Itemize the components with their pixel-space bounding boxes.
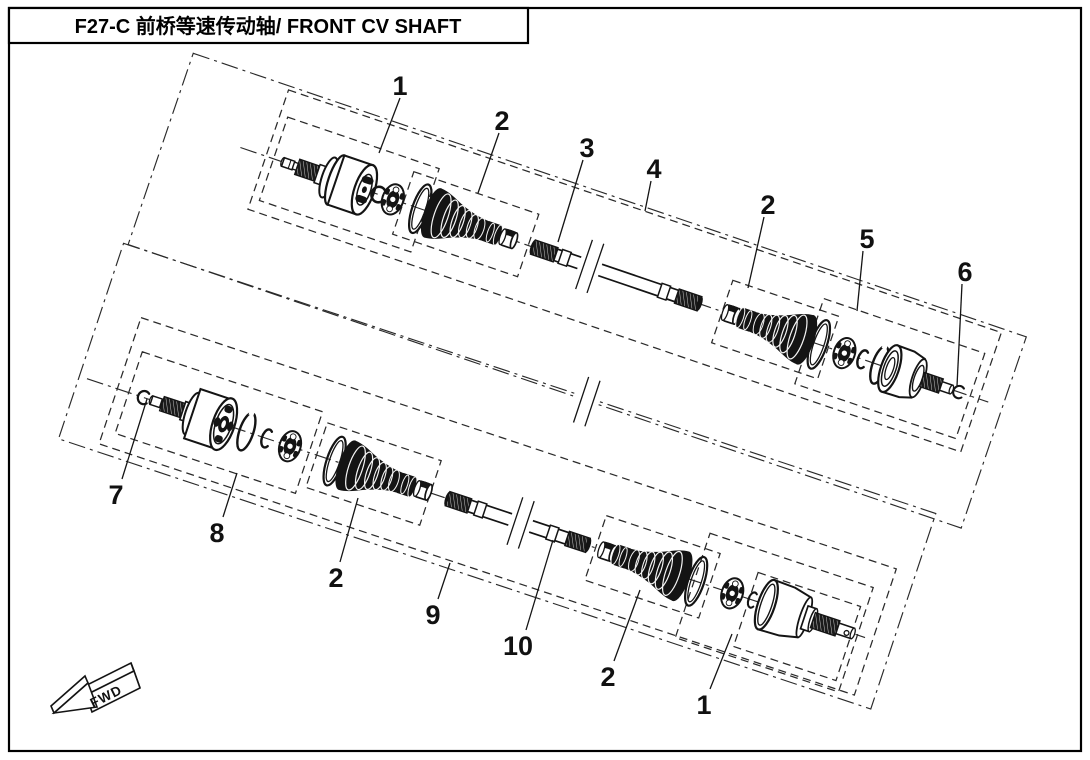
- callout-leader: [378, 97, 401, 154]
- callout-4: 4: [644, 154, 662, 212]
- boot-kit-box: [710, 279, 840, 380]
- callout-leader: [747, 216, 765, 289]
- callout-leader: [709, 633, 733, 690]
- callout-label: 6: [957, 257, 972, 287]
- callout-leader: [557, 159, 584, 243]
- callout-leader: [525, 539, 554, 631]
- callout-leader: [339, 497, 359, 563]
- callout-label: 1: [696, 690, 711, 720]
- boot-kit-box: [305, 422, 442, 527]
- outer-cv-joint: [280, 154, 379, 216]
- callout-2-lower-left: 2: [328, 497, 359, 593]
- callout-label: 2: [328, 563, 343, 593]
- shaft-break-gap: [507, 510, 535, 536]
- callout-label: 3: [579, 133, 594, 163]
- shaft-break-gap: [576, 253, 604, 279]
- callout-label: 2: [494, 106, 509, 136]
- callout-5: 5: [856, 224, 875, 312]
- callout-leader: [956, 283, 963, 387]
- page-border: [7, 6, 1083, 753]
- callout-1: 1: [378, 71, 408, 154]
- page-title: F27-C 前桥等速传动轴/ FRONT CV SHAFT: [75, 14, 462, 38]
- callout-2-upper-left: 2: [477, 106, 510, 194]
- callout-leader: [644, 180, 652, 212]
- callouts: 1 2 3 4 2 5 6 7: [108, 71, 972, 720]
- callout-6: 6: [956, 257, 973, 387]
- callout-label: 8: [209, 518, 224, 548]
- title-box: [7, 6, 530, 45]
- zone-break-gap: [573, 387, 602, 409]
- fwd-arrowhead: [51, 681, 99, 715]
- fwd-direction-marker: FWD: [50, 661, 141, 715]
- callout-label: 1: [392, 71, 407, 101]
- callout-label: 7: [108, 480, 123, 510]
- callout-label: 10: [503, 631, 533, 661]
- callout-leader: [613, 589, 641, 662]
- break-mark: [517, 500, 535, 549]
- callout-label: 9: [425, 600, 440, 630]
- callout-7: 7: [108, 398, 148, 510]
- callout-leader: [477, 132, 500, 194]
- callout-10: 10: [503, 539, 554, 661]
- callout-leader: [222, 472, 238, 518]
- assembly-zone-box: [57, 242, 937, 710]
- inner-cv-joint: [148, 387, 239, 452]
- callout-label: 4: [646, 154, 661, 184]
- callout-8: 8: [209, 472, 238, 548]
- callout-label: 2: [760, 190, 775, 220]
- callout-3: 3: [557, 133, 595, 243]
- assembly-group-box: [247, 89, 1003, 453]
- title-block: F27-C 前桥等速传动轴/ FRONT CV SHAFT: [7, 6, 530, 45]
- upper-cv-shaft-assembly: [127, 52, 1028, 529]
- break-mark: [586, 243, 605, 294]
- callout-label: 2: [600, 662, 615, 692]
- pin-hole: [843, 629, 850, 637]
- boot-kit-box: [584, 514, 721, 619]
- inner-cv-joint: [877, 344, 955, 399]
- cv-shaft: [444, 490, 592, 554]
- callout-leader: [856, 250, 864, 312]
- callout-leader: [437, 562, 451, 600]
- assembly-zone-box: [127, 52, 1028, 529]
- outer-joint-kit-box: [258, 116, 440, 253]
- break-mark: [506, 497, 524, 545]
- lower-cv-shaft-assembly: [57, 242, 937, 710]
- break-mark: [584, 380, 601, 427]
- callout-leader: [121, 398, 148, 480]
- callout-9: 9: [425, 562, 451, 630]
- break-mark: [575, 239, 594, 290]
- callout-label: 5: [859, 224, 874, 254]
- break-mark: [572, 376, 590, 423]
- inner-joint-kit-box: [114, 350, 324, 495]
- boot-kit-box: [391, 170, 540, 278]
- outer-joint-kit-box: [674, 532, 875, 693]
- callout-2-lower-right: 2: [600, 589, 641, 692]
- callout-1-lower: 1: [696, 633, 733, 720]
- callout-2-upper-right: 2: [747, 190, 776, 289]
- outer-cv-joint: [753, 578, 856, 640]
- cv-shaft: [529, 239, 703, 312]
